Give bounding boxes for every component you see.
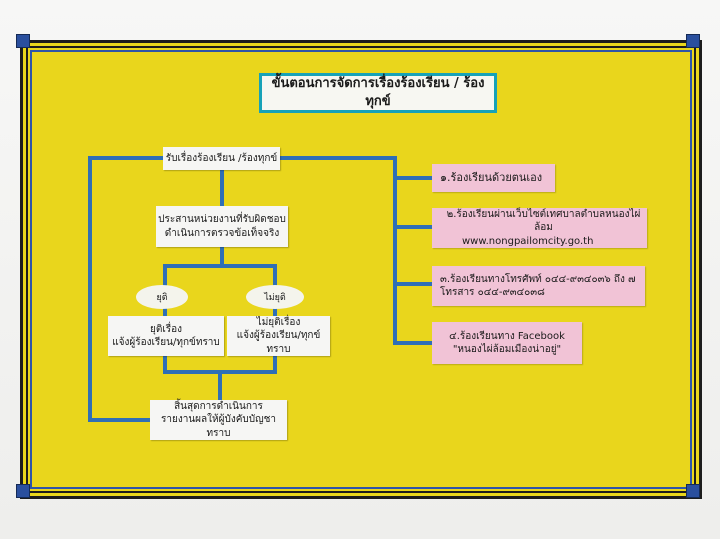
corner-tape <box>686 34 700 48</box>
end-complaint-text-2: แจ้งผู้ร้องเรียน/ทุกข์ทราบ <box>112 337 220 348</box>
channel-2-text-1: ๒.ร้องเรียนผ่านเว็บไซต์เทศบาลตำบลหนองไผ่… <box>446 208 641 234</box>
page-title: ขั้นตอนการจัดการเรื่องร้องเรียน / ร้องทุ… <box>259 73 497 113</box>
corner-tape <box>16 484 30 498</box>
coordinate-text-2: ดำเนินการตรวจข้อเท็จจริง <box>164 227 280 239</box>
channel-2-text-2: www.nongpailomcity.go.th <box>462 235 594 247</box>
not-end-complaint-box: ไม่ยุติเรื่อง แจ้งผู้ร้องเรียน/ทุกข์ทราบ <box>227 316 330 356</box>
channel-3-text-2: โทรสาร ๐๔๔-๙๓๔๐๓๘ <box>440 287 545 298</box>
finish-text-2: รายงานผลให้ผู้บังคับบัญชาทราบ <box>160 414 277 439</box>
not-end-complaint-text-1: ไม่ยุติเรื่อง <box>256 316 301 328</box>
channel-4-box: ๔.ร้องเรียนทาง Facebook "หนองไผ่ล้อมเมือ… <box>432 322 582 364</box>
channel-3-text-1: ๓.ร้องเรียนทางโทรศัพท์ ๐๔๔-๙๓๔๐๓๖ ถึง ๗ <box>440 273 636 285</box>
coordinate-box: ประสานหน่วยงานที่รับผิดชอบ ดำเนินการตรวจ… <box>156 206 288 247</box>
end-complaint-text-1: ยุติเรื่อง <box>149 323 183 335</box>
connector-receive-to-channels <box>278 156 397 345</box>
receive-complaint-box: รับเรื่องร้องเรียน /ร้องทุกข์ <box>163 147 280 170</box>
receive-complaint-text: รับเรื่องร้องเรียน /ร้องทุกข์ <box>165 152 278 164</box>
channel-2-box: ๒.ร้องเรียนผ่านเว็บไซต์เทศบาลตำบลหนองไผ่… <box>432 208 647 248</box>
branch-not-end-text: ไม่ยุติ <box>264 293 286 303</box>
coordinate-text-1: ประสานหน่วยงานที่รับผิดชอบ <box>158 214 286 225</box>
channel-4-text-1: ๔.ร้องเรียนทาง Facebook <box>449 330 565 342</box>
corner-tape <box>16 34 30 48</box>
finish-text-1: สิ้นสุดการดำเนินการ <box>174 400 263 412</box>
channel-1-box: ๑.ร้องเรียนด้วยตนเอง <box>432 164 555 192</box>
connector-left-loop <box>88 156 165 422</box>
end-complaint-box: ยุติเรื่อง แจ้งผู้ร้องเรียน/ทุกข์ทราบ <box>108 316 224 356</box>
channel-4-text-2: "หนองไผ่ล้อมเมืองน่าอยู่" <box>452 344 562 355</box>
page-title-text: ขั้นตอนการจัดการเรื่องร้องเรียน / ร้องทุ… <box>271 76 485 109</box>
channel-1-text: ๑.ร้องเรียนด้วยตนเอง <box>440 170 543 184</box>
branch-end-text: ยุติ <box>156 293 168 303</box>
branch-not-end-label: ไม่ยุติ <box>246 285 304 309</box>
finish-box: สิ้นสุดการดำเนินการ รายงานผลให้ผู้บังคับ… <box>150 400 287 440</box>
branch-end-label: ยุติ <box>136 285 188 309</box>
corner-tape <box>686 484 700 498</box>
not-end-complaint-text-2: แจ้งผู้ร้องเรียน/ทุกข์ทราบ <box>236 330 321 355</box>
channel-3-box: ๓.ร้องเรียนทางโทรศัพท์ ๐๔๔-๙๓๔๐๓๖ ถึง ๗ … <box>432 266 645 306</box>
